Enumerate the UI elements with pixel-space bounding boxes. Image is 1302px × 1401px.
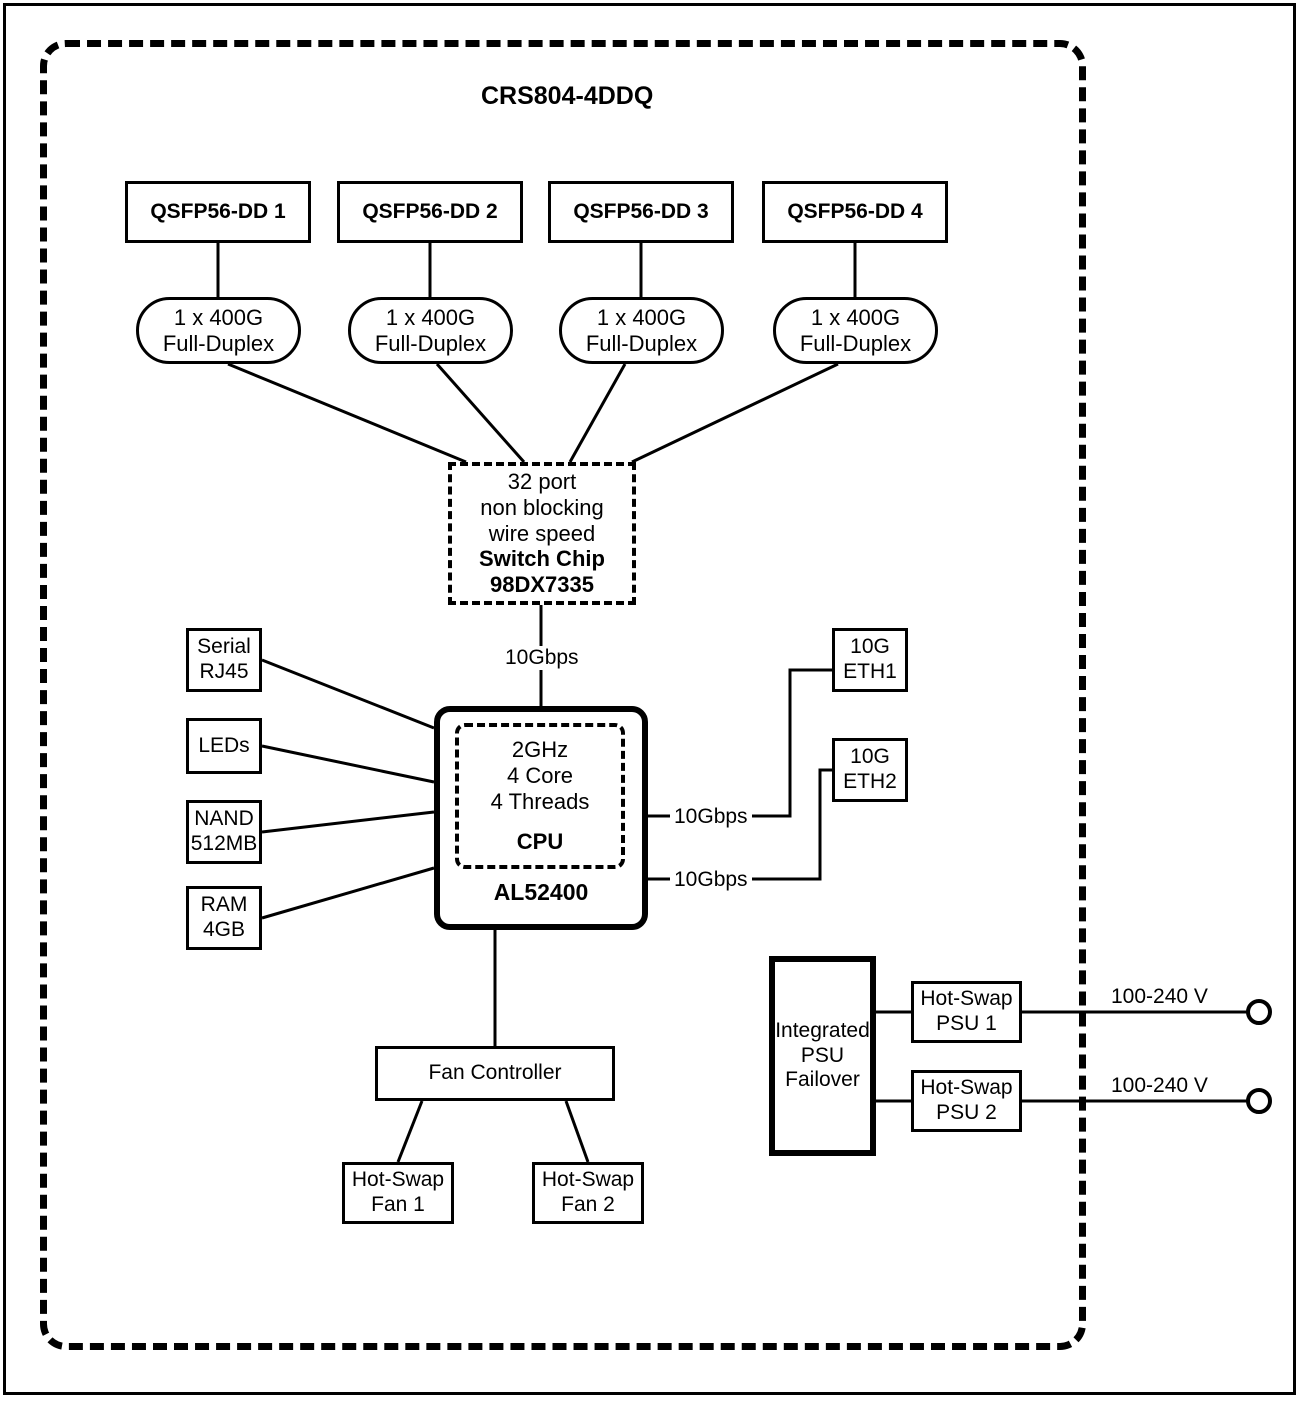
mains-terminal-1 [1246, 999, 1272, 1025]
hot-swap-psu-1-line1: Hot-Swap [920, 987, 1013, 1011]
peripheral-serial-line1: Serial [197, 635, 251, 659]
port-rate-2-line1: 1 x 400G [385, 304, 476, 330]
peripheral-nand-line2: 512MB [190, 832, 258, 855]
hot-swap-fan-2-line1: Hot-Swap [541, 1168, 635, 1192]
peripheral-serial-line2: RJ45 [199, 660, 249, 683]
hot-swap-fan-1-line1: Hot-Swap [351, 1168, 445, 1192]
hot-swap-psu-2-line1: Hot-Swap [920, 1076, 1013, 1100]
qsfp-port-3-label: QSFP56-DD 3 [573, 199, 709, 223]
hot-swap-fan-2-line2: Fan 2 [561, 1193, 615, 1216]
ethernet-port-2-line2: ETH2 [843, 770, 897, 793]
peripheral-serial-rj45: Serial RJ45 [186, 628, 262, 692]
cpu-inner-line2: 4 Core [506, 763, 574, 789]
link-label-switch-cpu: 10Gbps [501, 646, 583, 670]
link-label-cpu-eth1: 10Gbps [670, 805, 752, 829]
fan-controller-label: Fan Controller [428, 1061, 562, 1085]
mains-voltage-label-1: 100-240 V [1107, 985, 1212, 1009]
port-rate-2-line2: Full-Duplex [374, 330, 487, 356]
page-border [3, 3, 1296, 1395]
psu-failover-line1: Integrated [775, 1018, 870, 1042]
chassis-boundary [40, 40, 1086, 1350]
cpu-inner-line1: 2GHz [511, 737, 569, 763]
switch-chip-line5: 98DX7335 [490, 572, 594, 598]
ethernet-port-2-line1: 10G [850, 745, 890, 769]
cpu-inner-line3: 4 Threads [490, 789, 590, 814]
port-rate-3-line2: Full-Duplex [585, 330, 698, 356]
hot-swap-psu-2-line2: PSU 2 [936, 1101, 997, 1124]
hot-swap-psu-1-line2: PSU 1 [936, 1012, 997, 1035]
switch-chip-line3: wire speed [488, 520, 596, 546]
ethernet-port-2: 10G ETH2 [832, 738, 908, 802]
switch-chip-line1: 32 port [507, 468, 577, 494]
peripheral-leds: LEDs [186, 718, 262, 774]
qsfp-port-2[interactable]: QSFP56-DD 2 [337, 181, 523, 243]
peripheral-nand: NAND 512MB [186, 800, 262, 864]
link-label-cpu-eth2: 10Gbps [670, 868, 752, 892]
port-rate-1: 1 x 400G Full-Duplex [136, 297, 301, 364]
ethernet-port-1: 10G ETH1 [832, 628, 908, 692]
peripheral-leds-line1: LEDs [198, 733, 250, 757]
port-rate-2: 1 x 400G Full-Duplex [348, 297, 513, 364]
port-rate-1-line1: 1 x 400G [173, 304, 264, 330]
hot-swap-fan-1-line2: Fan 1 [371, 1193, 425, 1216]
mains-terminal-2 [1246, 1088, 1272, 1114]
port-rate-4-line2: Full-Duplex [799, 330, 912, 356]
qsfp-port-1-label: QSFP56-DD 1 [150, 199, 286, 223]
cpu-core-block: 2GHz 4 Core 4 Threads CPU [455, 723, 625, 869]
hot-swap-fan-1: Hot-Swap Fan 1 [342, 1162, 454, 1224]
qsfp-port-4[interactable]: QSFP56-DD 4 [762, 181, 948, 243]
ethernet-port-1-line2: ETH1 [843, 660, 897, 683]
psu-failover-line3: Failover [785, 1068, 860, 1092]
psu-failover-line2: PSU [800, 1043, 845, 1067]
hot-swap-psu-2: Hot-Swap PSU 2 [911, 1070, 1022, 1132]
qsfp-port-4-label: QSFP56-DD 4 [787, 199, 923, 223]
peripheral-nand-line1: NAND [194, 807, 254, 831]
port-rate-3: 1 x 400G Full-Duplex [559, 297, 724, 364]
diagram-title: CRS804-4DDQ [481, 82, 654, 110]
cpu-outer-label: AL52400 [493, 878, 589, 905]
fan-controller: Fan Controller [375, 1046, 615, 1101]
port-rate-4: 1 x 400G Full-Duplex [773, 297, 938, 364]
qsfp-port-3[interactable]: QSFP56-DD 3 [548, 181, 734, 243]
hot-swap-psu-1: Hot-Swap PSU 1 [911, 981, 1022, 1043]
qsfp-port-2-label: QSFP56-DD 2 [362, 199, 498, 223]
qsfp-port-1[interactable]: QSFP56-DD 1 [125, 181, 311, 243]
port-rate-1-line2: Full-Duplex [162, 330, 275, 356]
switch-chip-line4: Switch Chip [479, 546, 605, 572]
hot-swap-fan-2: Hot-Swap Fan 2 [532, 1162, 644, 1224]
ethernet-port-1-line1: 10G [850, 635, 890, 659]
port-rate-3-line1: 1 x 400G [596, 304, 687, 330]
cpu-block: AL52400 [434, 706, 648, 930]
peripheral-ram: RAM 4GB [186, 886, 262, 950]
switch-chip-line2: non blocking [480, 494, 604, 520]
peripheral-ram-line1: RAM [200, 893, 248, 917]
switch-chip-block: 32 port non blocking wire speed Switch C… [448, 462, 636, 605]
peripheral-ram-line2: 4GB [202, 918, 246, 941]
port-rate-4-line1: 1 x 400G [810, 304, 901, 330]
psu-failover-block: Integrated PSU Failover [769, 956, 876, 1156]
mains-voltage-label-2: 100-240 V [1107, 1074, 1212, 1098]
cpu-inner-label: CPU [516, 828, 564, 854]
